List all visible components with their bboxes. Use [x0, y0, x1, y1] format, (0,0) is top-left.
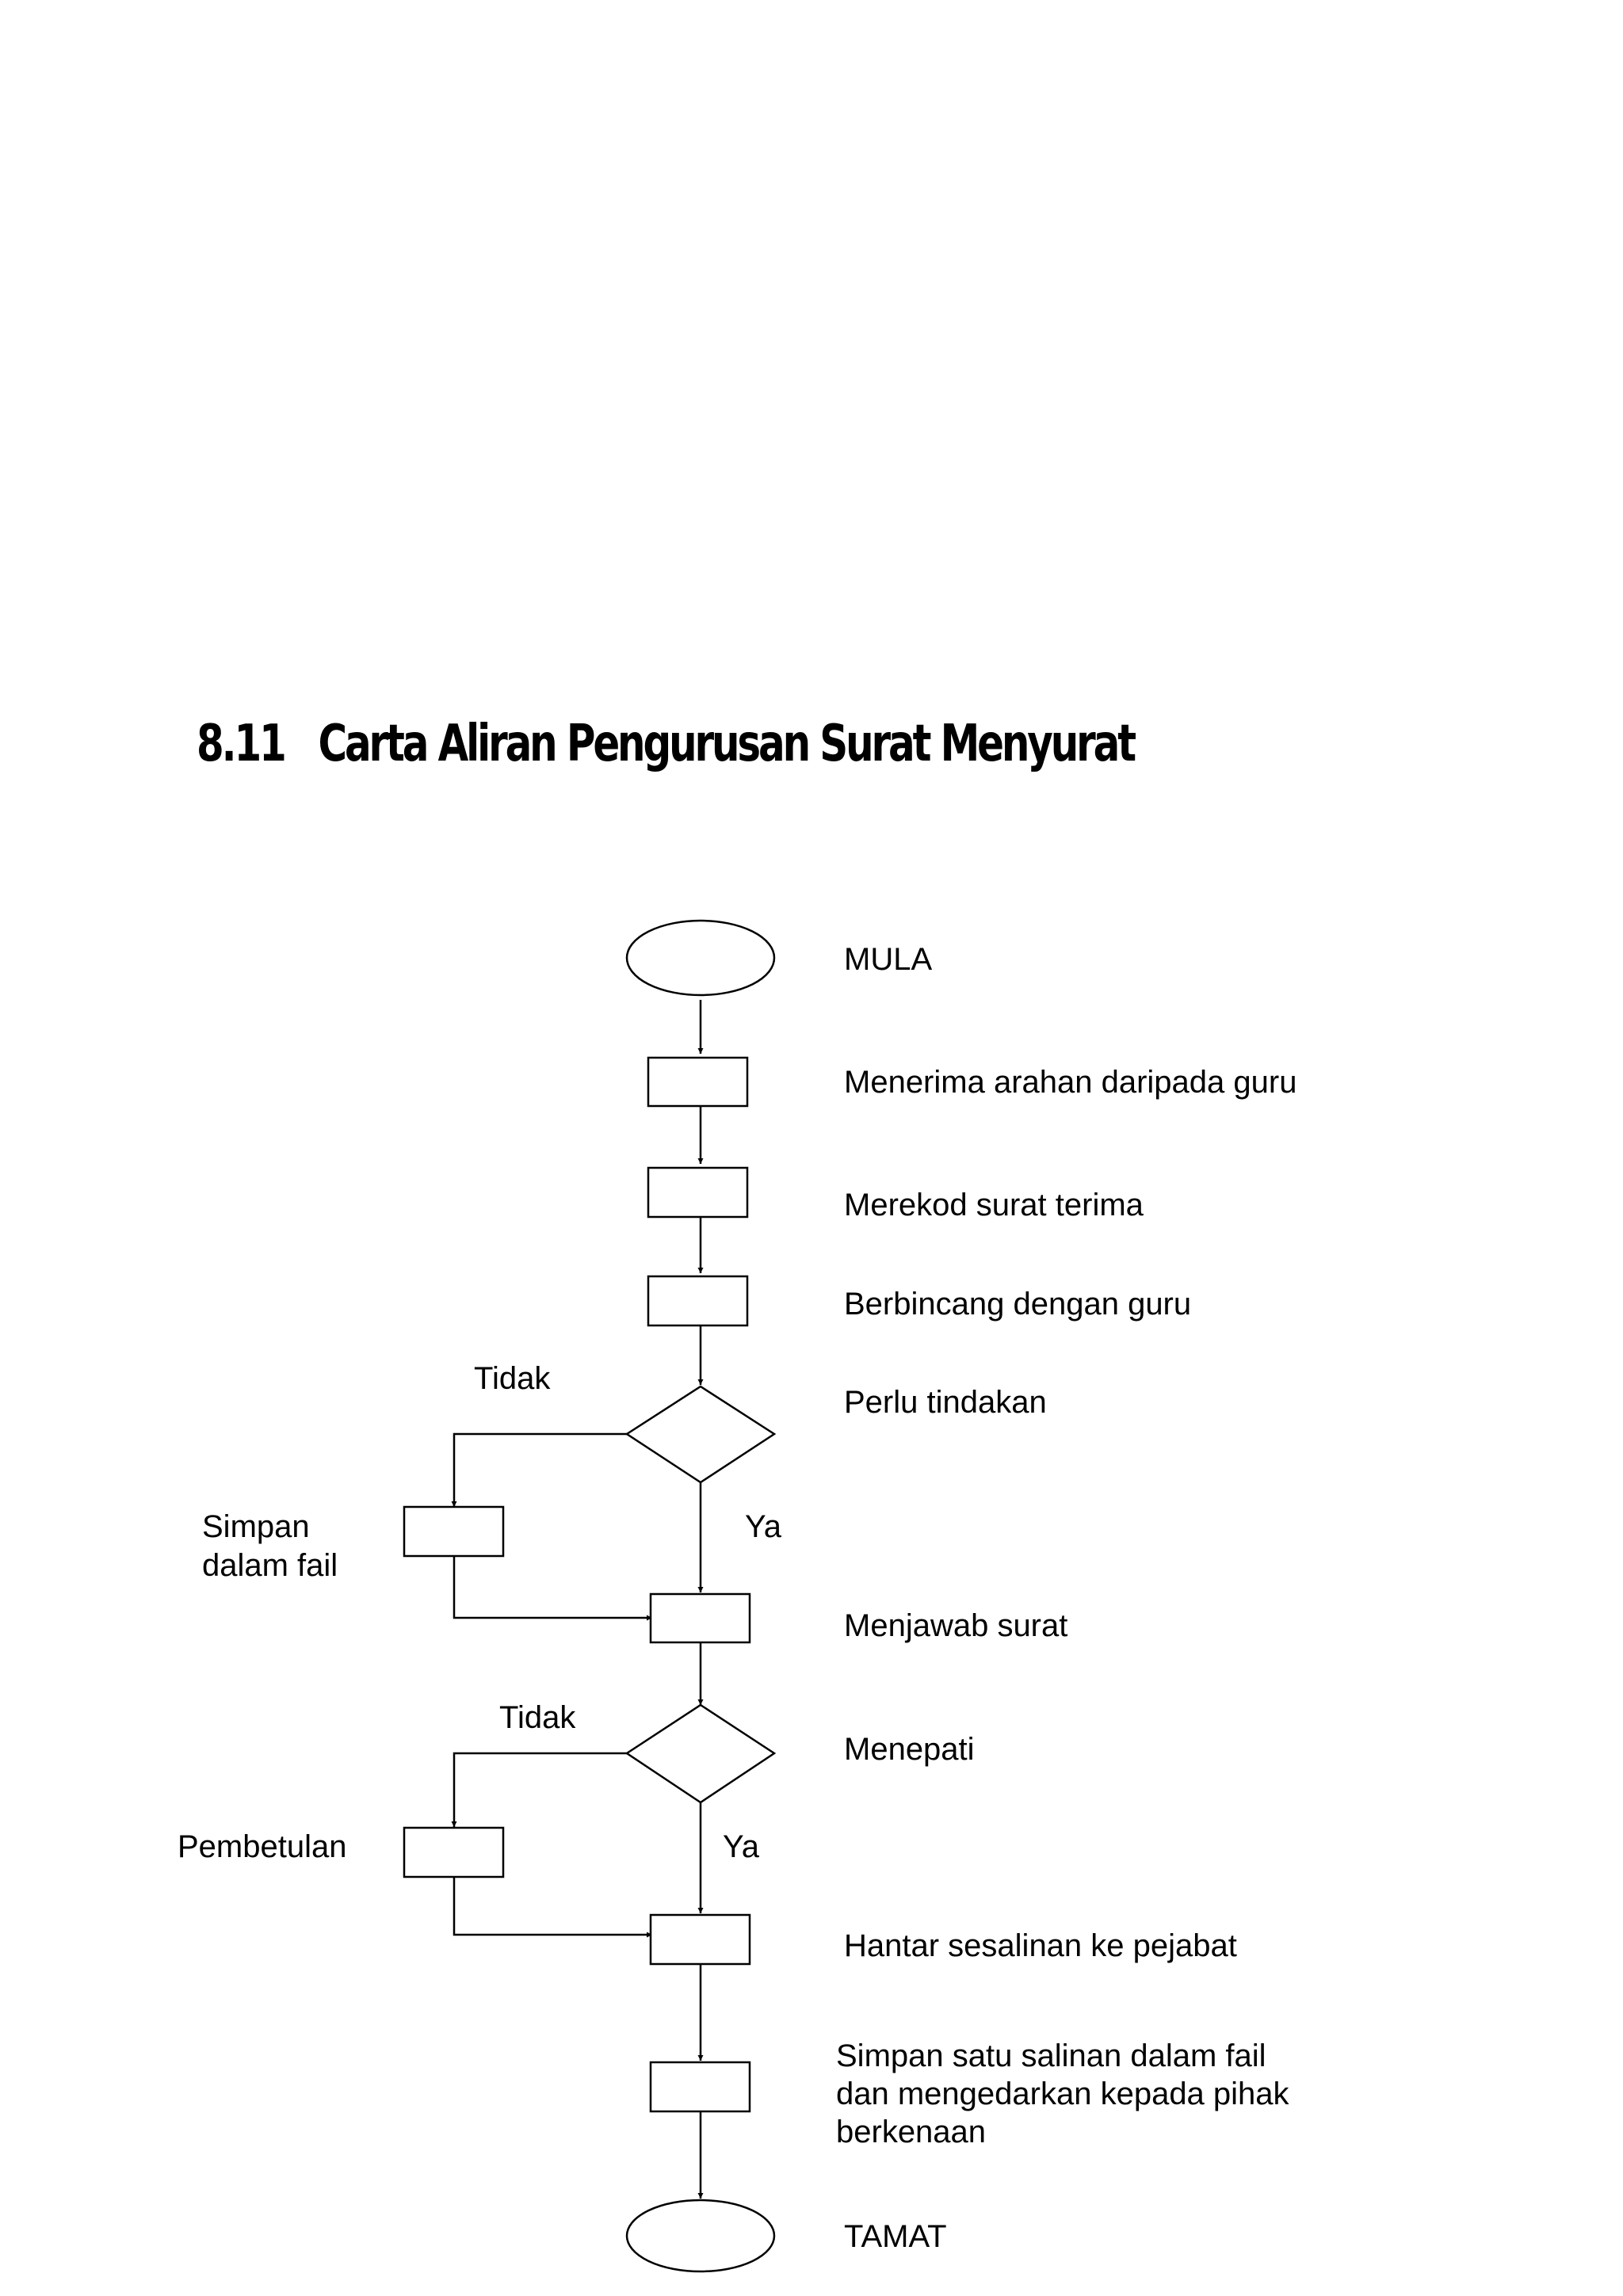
page-title: 8.11 Carta Aliran Pengurusan Surat Menyu… [197, 715, 1136, 773]
complies-no-label: Tidak [499, 1700, 576, 1735]
keep-copy-box [649, 2061, 751, 2113]
record-letter-box [647, 1166, 749, 1219]
complies-decision [624, 1703, 777, 1804]
needs-action-label: Perlu tindakan [844, 1385, 1047, 1420]
end-label: TAMAT [844, 2219, 947, 2254]
discuss-label: Berbincang dengan guru [844, 1287, 1191, 1322]
needs-action-decision [624, 1385, 777, 1484]
file-away-label-line-1: Simpan [202, 1509, 310, 1544]
needs-action-yes-label: Ya [745, 1509, 782, 1544]
file-away-label-line-2: dalam fail [202, 1548, 338, 1583]
complies-label: Menepati [844, 1732, 975, 1767]
start-label: MULA [844, 942, 932, 977]
start-terminal [625, 919, 776, 997]
reply-letter-box [649, 1592, 751, 1644]
keep-copy-label-line-2: dan mengedarkan kepada pihak [836, 2077, 1290, 2111]
arrow-correction-to-send [453, 1877, 652, 1938]
arrow-file-to-reply [453, 1556, 652, 1621]
send-copy-box [649, 1913, 751, 1966]
complies-yes-label: Ya [723, 1829, 760, 1864]
correction-box [403, 1826, 505, 1878]
arrow-decision1-no [451, 1432, 628, 1507]
receive-instruction-label: Menerima arahan daripada guru [844, 1065, 1296, 1100]
record-letter-label: Merekod surat terima [844, 1188, 1144, 1222]
send-copy-label: Hantar sesalinan ke pejabat [844, 1928, 1237, 1963]
receive-instruction-box [647, 1056, 749, 1108]
keep-copy-label-line-3: berkenaan [836, 2115, 986, 2149]
labels: MULA Menerima arahan daripada guru Merek… [178, 942, 1296, 2254]
discuss-box [647, 1275, 749, 1327]
shapes [403, 919, 777, 2273]
needs-action-no-label: Tidak [474, 1361, 551, 1396]
correction-label: Pembetulan [178, 1829, 346, 1864]
reply-letter-label: Menjawab surat [844, 1608, 1067, 1643]
end-terminal [625, 2199, 776, 2273]
connectors [451, 1000, 704, 2199]
keep-copy-label-line-1: Simpan satu salinan dalam fail [836, 2039, 1266, 2073]
arrow-decision2-no [451, 1752, 628, 1827]
file-away-box [403, 1505, 505, 1558]
